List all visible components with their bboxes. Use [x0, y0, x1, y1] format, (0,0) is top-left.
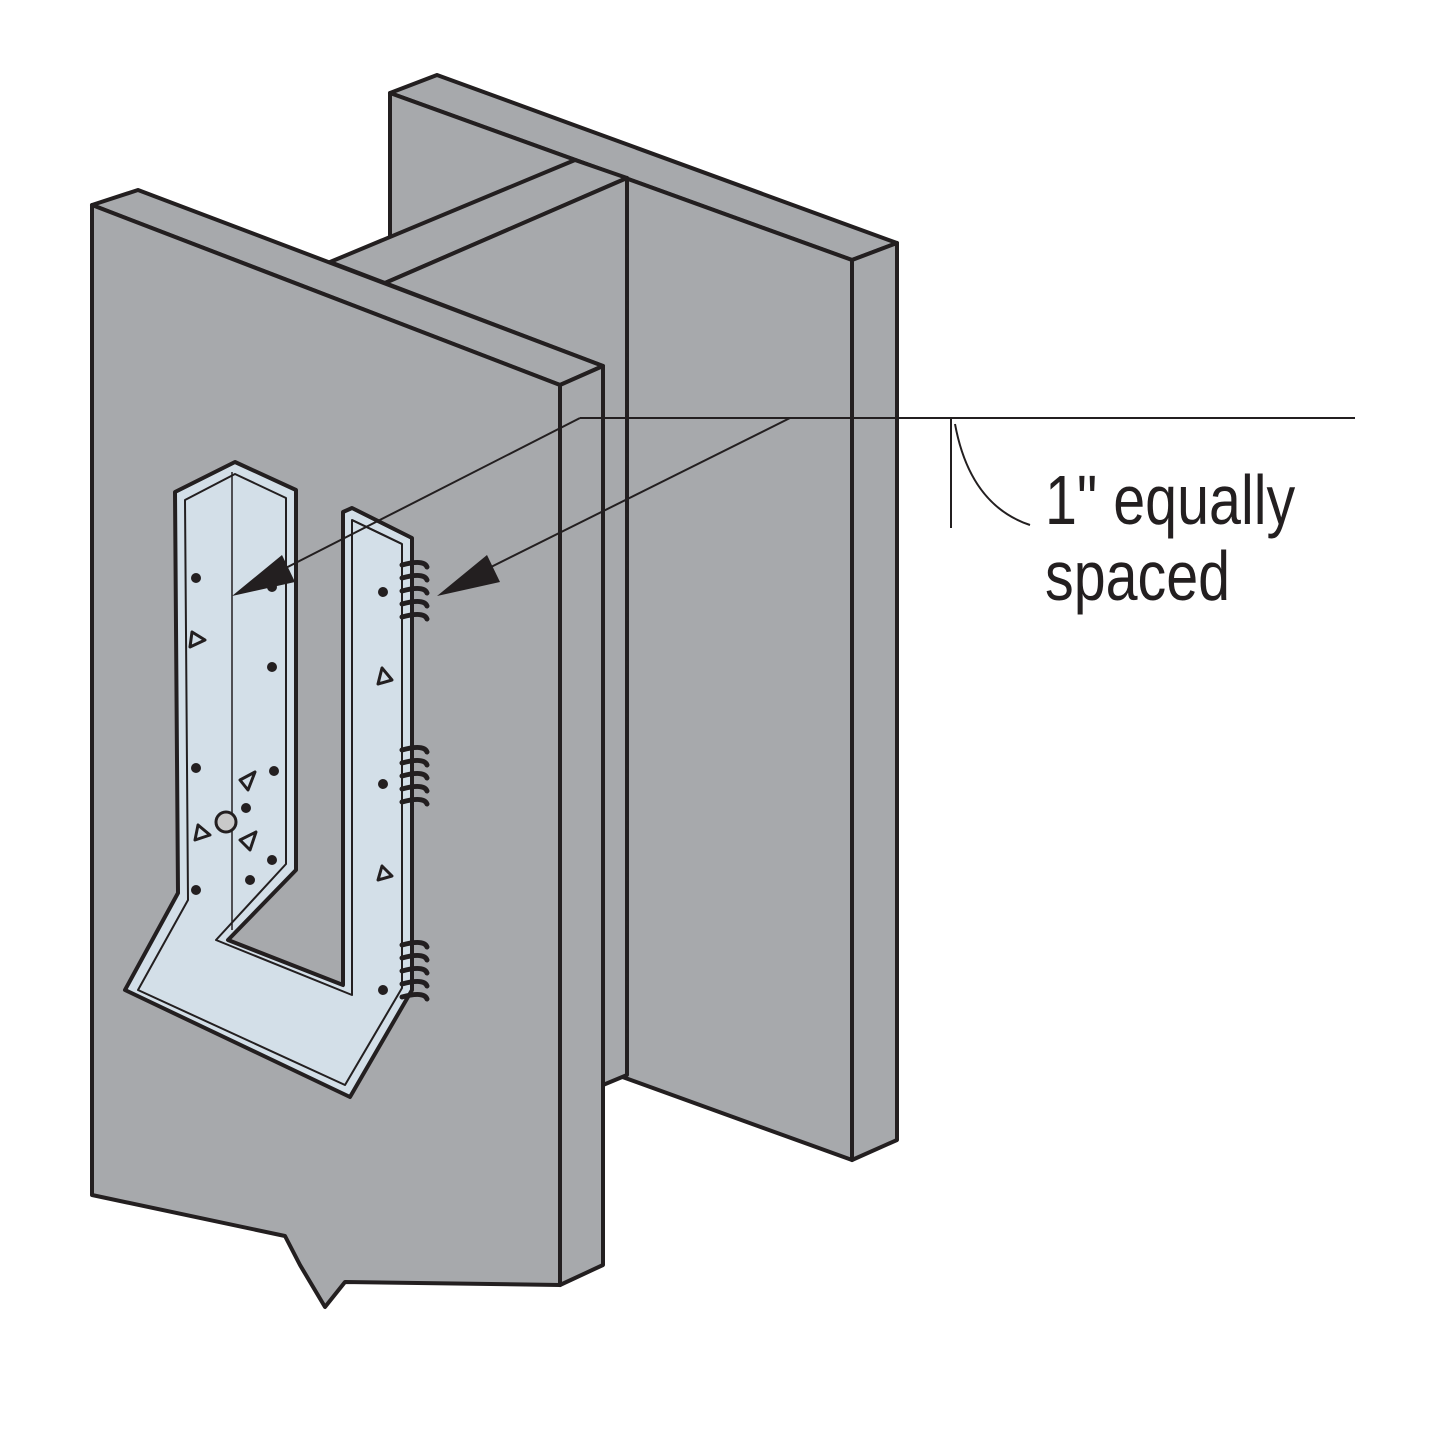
bolt [214, 810, 238, 834]
triangle-holes [188, 630, 394, 882]
callout-line-1: 1" equally [1045, 461, 1296, 539]
joist-hanger [123, 460, 430, 1099]
callout-line-2: spaced [1045, 537, 1231, 615]
web [328, 158, 629, 1087]
spacing-callout: 1" equally spaced [1045, 462, 1295, 614]
callout-leaders [232, 417, 1355, 596]
dimple-ribs [399, 559, 430, 1002]
